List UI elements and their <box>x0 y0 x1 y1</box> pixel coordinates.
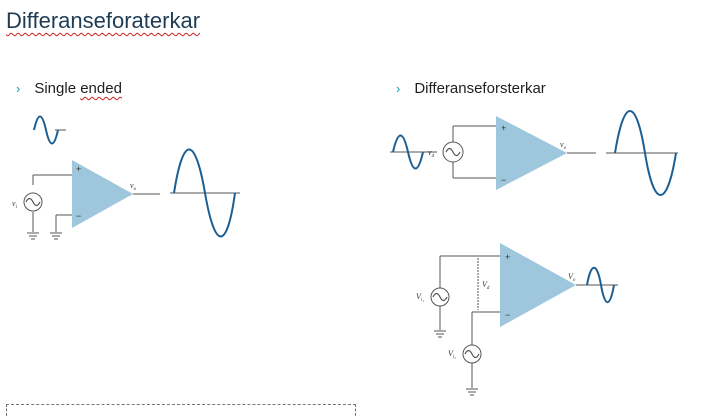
svg-text:Vi₂: Vi₂ <box>448 349 456 360</box>
svg-text:+: + <box>505 252 510 262</box>
chevron-right-icon: › <box>396 81 401 96</box>
svg-text:−: − <box>505 310 510 320</box>
two-source-circuit <box>434 243 618 396</box>
bullet-text-a: Single <box>34 80 81 97</box>
bullet-text: Differanseforsterkar <box>414 80 546 97</box>
svg-text:+: + <box>76 164 81 174</box>
svg-text:vd: vd <box>428 148 435 159</box>
single-ended-circuit <box>27 129 240 240</box>
svg-text:−: − <box>501 175 506 185</box>
bullet-single-ended: › Single ended <box>16 80 122 97</box>
slide-title: Differanseforaterkar <box>6 8 201 33</box>
input-wave <box>33 115 59 145</box>
differential-marks: + − vd vo <box>392 110 677 196</box>
output-wave <box>586 266 615 304</box>
opamp-triangle <box>72 160 133 228</box>
svg-text:+: + <box>501 123 506 133</box>
bullet-differential: › Differanseforsterkar <box>396 80 546 97</box>
svg-text:Vo: Vo <box>568 272 576 283</box>
svg-text:vi: vi <box>12 199 18 210</box>
svg-text:vo: vo <box>560 140 567 151</box>
single-ended-marks: + − vi vo <box>12 115 236 238</box>
opamp-triangle <box>496 116 567 190</box>
text-placeholder-frame[interactable] <box>6 404 356 416</box>
differential-circuit <box>390 116 678 190</box>
bullet-text-b: ended <box>80 80 122 97</box>
svg-text:Vd: Vd <box>482 280 490 291</box>
svg-text:vo: vo <box>130 181 137 192</box>
opamp-triangle <box>500 243 576 327</box>
input-wave <box>392 134 424 170</box>
svg-text:Vi₁: Vi₁ <box>416 292 424 303</box>
chevron-right-icon: › <box>16 81 21 96</box>
output-wave <box>614 110 677 196</box>
two-source-marks: + − Vi₁ Vi₂ Vd Vo <box>416 252 615 364</box>
svg-text:−: − <box>76 211 81 221</box>
output-wave <box>173 148 236 238</box>
